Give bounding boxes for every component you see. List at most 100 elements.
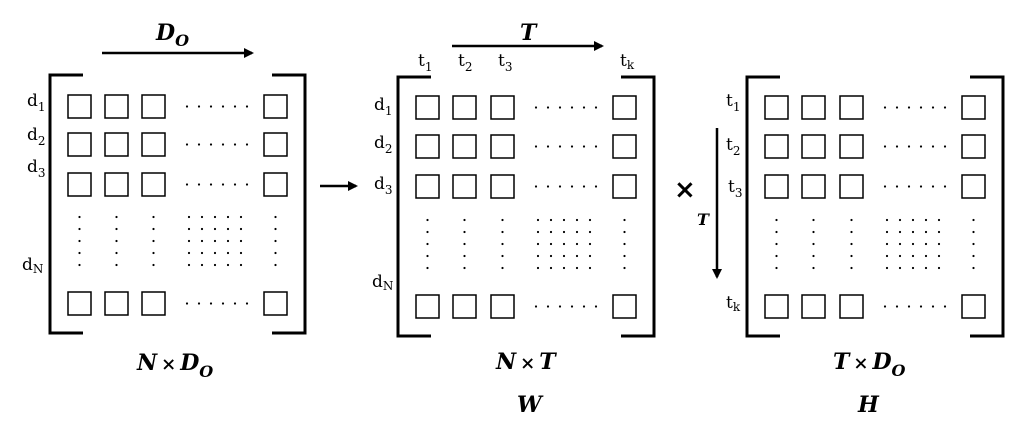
column-label: t2 bbox=[458, 51, 472, 74]
ellipsis-dot bbox=[226, 251, 230, 255]
ellipsis-dot bbox=[534, 106, 538, 109]
ellipsis-dot bbox=[582, 106, 586, 109]
w-matrix: T t1 t2 t3 tk d1 d2 d3 dN N×T W bbox=[372, 20, 656, 418]
ellipsis-dot bbox=[883, 145, 887, 148]
ellipsis-dot bbox=[501, 266, 504, 270]
ellipsis-dot bbox=[588, 218, 592, 222]
ellipsis-dot bbox=[623, 218, 626, 222]
ellipsis-dot bbox=[239, 215, 243, 219]
row-label: d2 bbox=[27, 125, 46, 148]
ellipsis-dot bbox=[594, 106, 598, 109]
h-matrix: T t1 t2 t3 tk T×DO H bbox=[697, 75, 1005, 418]
ellipsis-dot bbox=[907, 185, 911, 188]
ellipsis-dot bbox=[575, 254, 579, 258]
ellipsis-dot bbox=[78, 263, 81, 267]
ellipsis-dot bbox=[898, 230, 902, 234]
matrix-cell bbox=[452, 174, 477, 199]
matrix-cell bbox=[612, 294, 637, 319]
row-label: d1 bbox=[27, 91, 46, 114]
ellipsis-dot bbox=[885, 254, 889, 258]
ellipsis-dot bbox=[501, 242, 504, 246]
ellipsis-dot bbox=[197, 302, 201, 305]
matrix-cell bbox=[764, 174, 789, 199]
h-matrix-dims: T×DO bbox=[833, 349, 906, 380]
ellipsis-dot bbox=[463, 242, 466, 246]
matrix-cell bbox=[263, 132, 288, 157]
matrix-cell bbox=[104, 132, 129, 157]
matrix-cell bbox=[839, 174, 864, 199]
ellipsis-dot bbox=[549, 230, 553, 234]
data-matrix-columns-label: DO bbox=[155, 20, 189, 50]
matrix-cell bbox=[490, 294, 515, 319]
matrix-cell bbox=[839, 134, 864, 159]
row-label: tk bbox=[726, 293, 741, 314]
ellipsis-dot bbox=[898, 242, 902, 246]
ellipsis-dot bbox=[239, 263, 243, 267]
h-matrix-rows-label: T bbox=[697, 210, 710, 229]
ellipsis-dot bbox=[534, 145, 538, 148]
ellipsis-dot bbox=[594, 185, 598, 188]
w-matrix-columns-label: T bbox=[520, 20, 538, 46]
ellipsis-dot bbox=[239, 227, 243, 231]
ellipsis-dot bbox=[924, 254, 928, 258]
ellipsis-dot bbox=[213, 215, 217, 219]
row-label: d3 bbox=[374, 174, 393, 197]
ellipsis-dot bbox=[943, 106, 947, 109]
ellipsis-dot bbox=[274, 215, 277, 219]
ellipsis-dot bbox=[209, 302, 213, 305]
matrix-cell bbox=[415, 134, 440, 159]
matrix-cell bbox=[490, 95, 515, 120]
matrix-cell bbox=[801, 95, 826, 120]
matrix-cell bbox=[961, 294, 986, 319]
h-matrix-name: H bbox=[857, 392, 880, 418]
ellipsis-dot bbox=[152, 239, 155, 243]
ellipsis-dot bbox=[426, 242, 429, 246]
matrix-cell bbox=[263, 291, 288, 316]
ellipsis-dot bbox=[546, 185, 550, 188]
ellipsis-dot bbox=[885, 218, 889, 222]
ellipsis-dot bbox=[850, 266, 853, 270]
ellipsis-dot bbox=[911, 266, 915, 270]
ellipsis-dot bbox=[919, 106, 923, 109]
ellipsis-dot bbox=[937, 242, 941, 246]
row-label: dN bbox=[22, 255, 43, 276]
ellipsis-dot bbox=[775, 218, 778, 222]
ellipsis-dot bbox=[907, 106, 911, 109]
ellipsis-dot bbox=[226, 263, 230, 267]
ellipsis-dot bbox=[185, 143, 189, 146]
ellipsis-dot bbox=[907, 305, 911, 308]
matrix-cell bbox=[141, 172, 166, 197]
ellipsis-dot bbox=[885, 242, 889, 246]
ellipsis-dot bbox=[582, 185, 586, 188]
ellipsis-dot bbox=[885, 266, 889, 270]
matrix-cell bbox=[612, 134, 637, 159]
data-matrix-brackets bbox=[48, 73, 307, 335]
ellipsis-dot bbox=[931, 106, 935, 109]
ellipsis-dot bbox=[562, 266, 566, 270]
ellipsis-dot bbox=[895, 305, 899, 308]
ellipsis-dot bbox=[549, 254, 553, 258]
ellipsis-dot bbox=[233, 143, 237, 146]
ellipsis-dot bbox=[221, 143, 225, 146]
ellipsis-dot bbox=[943, 145, 947, 148]
ellipsis-dot bbox=[911, 254, 915, 258]
ellipsis-dot bbox=[274, 239, 277, 243]
ellipsis-dot bbox=[239, 251, 243, 255]
ellipsis-dot bbox=[898, 266, 902, 270]
row-label: t2 bbox=[726, 135, 740, 158]
matrix-cell bbox=[961, 174, 986, 199]
ellipsis-dot bbox=[558, 145, 562, 148]
ellipsis-dot bbox=[115, 239, 118, 243]
ellipsis-dot bbox=[812, 230, 815, 234]
ellipsis-dot bbox=[200, 239, 204, 243]
ellipsis-dot bbox=[575, 242, 579, 246]
matrix-cell bbox=[67, 172, 92, 197]
ellipsis-dot bbox=[582, 305, 586, 308]
matrix-cell bbox=[67, 291, 92, 316]
column-label: t3 bbox=[498, 51, 512, 74]
ellipsis-dot bbox=[582, 145, 586, 148]
ellipsis-dot bbox=[213, 263, 217, 267]
ellipsis-dot bbox=[463, 218, 466, 222]
ellipsis-dot bbox=[594, 145, 598, 148]
